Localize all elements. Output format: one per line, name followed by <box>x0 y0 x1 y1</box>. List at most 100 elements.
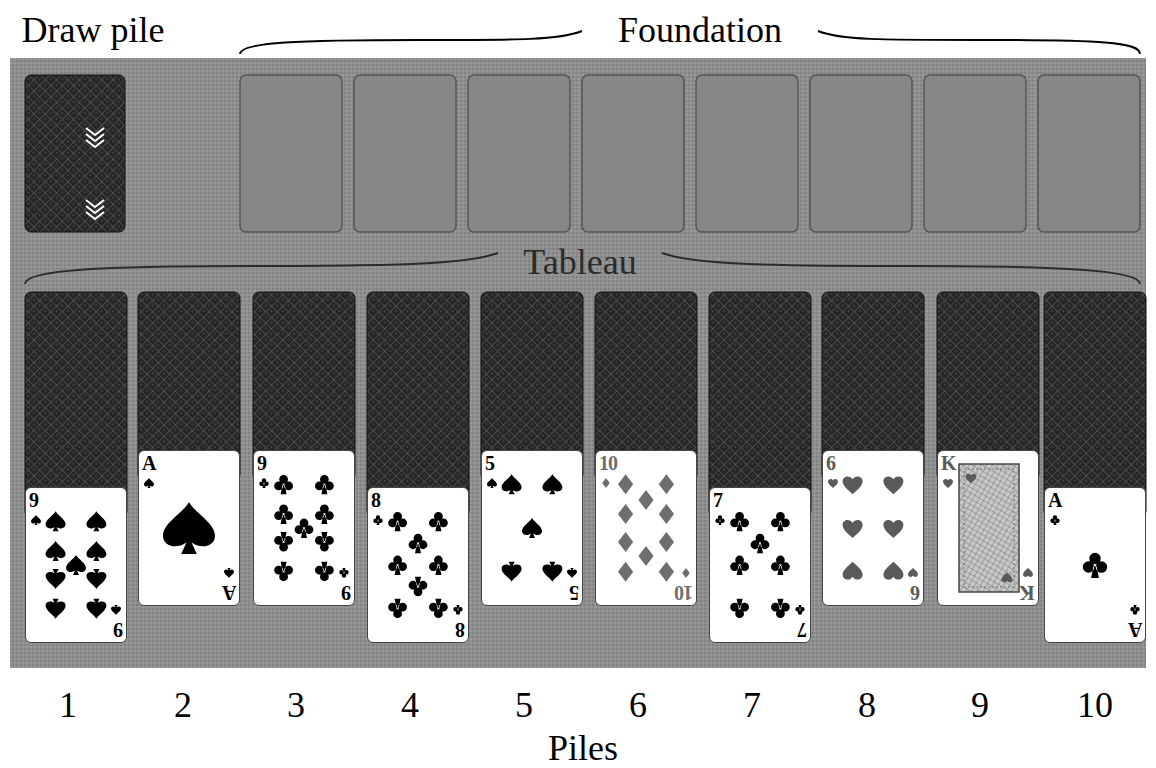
playing-card: AA <box>1044 487 1146 643</box>
suit-pip <box>751 534 770 553</box>
suit-pip <box>86 569 106 589</box>
suit-pip <box>274 532 293 551</box>
suit-pip <box>1083 553 1107 578</box>
foundation-slot <box>810 75 912 232</box>
suit-pip <box>1050 515 1059 525</box>
card-rank: 5 <box>485 453 494 473</box>
suit-pip <box>908 568 918 577</box>
suit-pip <box>46 599 66 619</box>
card-face <box>938 451 1038 605</box>
suit-pip <box>828 479 838 488</box>
draw-pile <box>25 75 125 232</box>
area-label: Draw pile <box>22 12 165 48</box>
suit-pip <box>542 474 562 494</box>
pile-number: 7 <box>743 687 761 723</box>
card-face <box>139 451 239 605</box>
suit-pip <box>274 475 293 494</box>
playing-card: 55 <box>481 450 583 606</box>
suit-pip <box>31 515 41 525</box>
card-rank: A <box>142 453 155 473</box>
suit-pip <box>618 532 633 552</box>
suit-pip <box>542 562 562 582</box>
pile-number: 6 <box>629 687 647 723</box>
chevron-mark <box>86 200 104 219</box>
suit-pip <box>659 562 674 582</box>
area-label: Tableau <box>523 244 636 280</box>
suit-pip <box>659 504 674 524</box>
suit-pip <box>771 556 790 575</box>
suit-pip <box>618 474 633 494</box>
suit-pip <box>429 599 448 618</box>
card-face <box>26 488 126 642</box>
suit-pip <box>966 474 977 484</box>
pile-number: 3 <box>287 687 305 723</box>
axis-label: Piles <box>548 730 618 766</box>
card-face <box>823 451 923 605</box>
card-rank: 7 <box>798 620 807 640</box>
card-rank: A <box>223 583 236 603</box>
suit-pip <box>453 605 462 615</box>
card-face <box>482 451 582 605</box>
foundation-slots <box>240 75 1140 232</box>
card-rank: 9 <box>257 453 266 473</box>
suit-pip <box>502 562 522 582</box>
playing-card: 1010 <box>595 450 697 606</box>
suit-pip <box>883 562 903 580</box>
playing-card: 99 <box>25 487 127 643</box>
playing-card: 77 <box>709 487 811 643</box>
foundation-slot <box>468 75 570 232</box>
suit-pip <box>843 476 863 494</box>
suit-pip <box>315 562 334 581</box>
suit-pip <box>715 515 724 525</box>
card-rank: 9 <box>114 620 123 640</box>
suit-pip <box>388 556 407 575</box>
card-back <box>25 292 127 517</box>
suit-pip <box>409 577 428 596</box>
area-label: Foundation <box>618 12 782 48</box>
card-rank: 8 <box>456 620 465 640</box>
suit-pip <box>46 541 66 561</box>
pile-number: 2 <box>174 687 192 723</box>
suit-pip <box>429 512 448 531</box>
pile-number: 4 <box>401 687 419 723</box>
suit-pip <box>86 599 106 619</box>
playing-card: 99 <box>253 450 355 606</box>
suit-pip <box>1130 605 1139 615</box>
suit-pip <box>730 512 749 531</box>
card-rank: 6 <box>826 453 835 473</box>
suit-pip <box>163 502 215 554</box>
suit-pip <box>682 568 690 578</box>
foundation-slot <box>1038 75 1140 232</box>
card-rank: 9 <box>342 583 351 603</box>
suit-pip <box>46 569 66 589</box>
felt <box>10 58 1146 668</box>
suit-pip <box>388 512 407 531</box>
suit-pip <box>66 555 86 575</box>
suit-pip <box>409 534 428 553</box>
suit-pip <box>259 478 268 488</box>
pile-number: 10 <box>1077 687 1113 723</box>
foundation-slot <box>354 75 456 232</box>
card-rank: K <box>1020 583 1035 603</box>
suit-pip <box>339 568 348 578</box>
foundation-slot <box>924 75 1026 232</box>
foundation-slot <box>696 75 798 232</box>
card-back <box>367 292 469 517</box>
foundation-slot <box>582 75 684 232</box>
card-face <box>254 451 354 605</box>
brace <box>818 31 1140 54</box>
card-face <box>596 451 696 605</box>
card-rank: 9 <box>29 490 38 510</box>
pile-number: 1 <box>59 687 77 723</box>
suit-pip <box>771 512 790 531</box>
suit-pip <box>86 511 106 531</box>
suit-pip <box>883 476 903 494</box>
suit-pip <box>659 474 674 494</box>
suit-pip <box>1002 573 1013 583</box>
foundation-slot <box>240 75 342 232</box>
suit-pip <box>843 520 863 538</box>
pile-number: 9 <box>971 687 989 723</box>
suit-pip <box>659 532 674 552</box>
